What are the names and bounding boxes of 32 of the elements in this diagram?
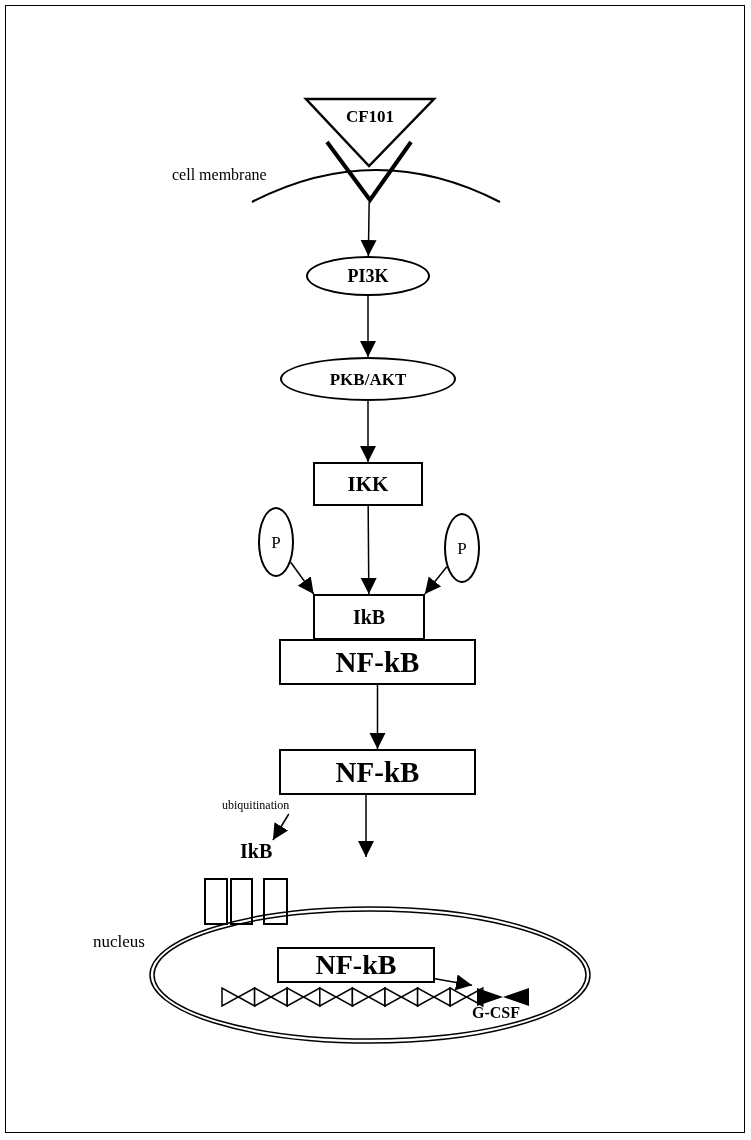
arrow xyxy=(272,813,290,841)
nucleus-label: nucleus xyxy=(93,932,145,952)
protein-box xyxy=(313,594,425,640)
proteasome-box xyxy=(263,878,288,925)
arrow xyxy=(369,684,386,750)
protein-label: NF-kB xyxy=(315,951,397,979)
protein-label: PKB/AKT xyxy=(329,370,407,388)
proteasome-box xyxy=(204,878,228,925)
arrow xyxy=(358,794,374,858)
arrow xyxy=(434,974,473,991)
protein-label: P xyxy=(457,539,467,557)
ligand-label: CF101 xyxy=(344,108,396,125)
protein-label: PI3K xyxy=(347,267,389,285)
protein-label: NF-kB xyxy=(335,647,420,677)
protein-box xyxy=(313,462,423,506)
proteasome-box xyxy=(230,878,253,925)
membrane-label: cell membrane xyxy=(172,166,267,184)
protein-label: NF-kB xyxy=(335,757,420,787)
protein-box xyxy=(277,947,435,983)
protein-box xyxy=(279,749,476,795)
arrow xyxy=(360,201,377,257)
protein-label: IkB xyxy=(352,607,386,627)
protein-label: IkB xyxy=(240,840,286,862)
protein-box xyxy=(279,639,476,685)
arrow xyxy=(360,295,376,358)
protein-label: IKK xyxy=(347,473,389,495)
gene-label: G-CSF xyxy=(472,1005,520,1021)
arrow xyxy=(289,561,315,595)
protein-label: P xyxy=(271,533,281,551)
arrow xyxy=(360,400,376,463)
process-label: ubiquitination xyxy=(222,796,294,814)
arrow xyxy=(360,505,377,595)
